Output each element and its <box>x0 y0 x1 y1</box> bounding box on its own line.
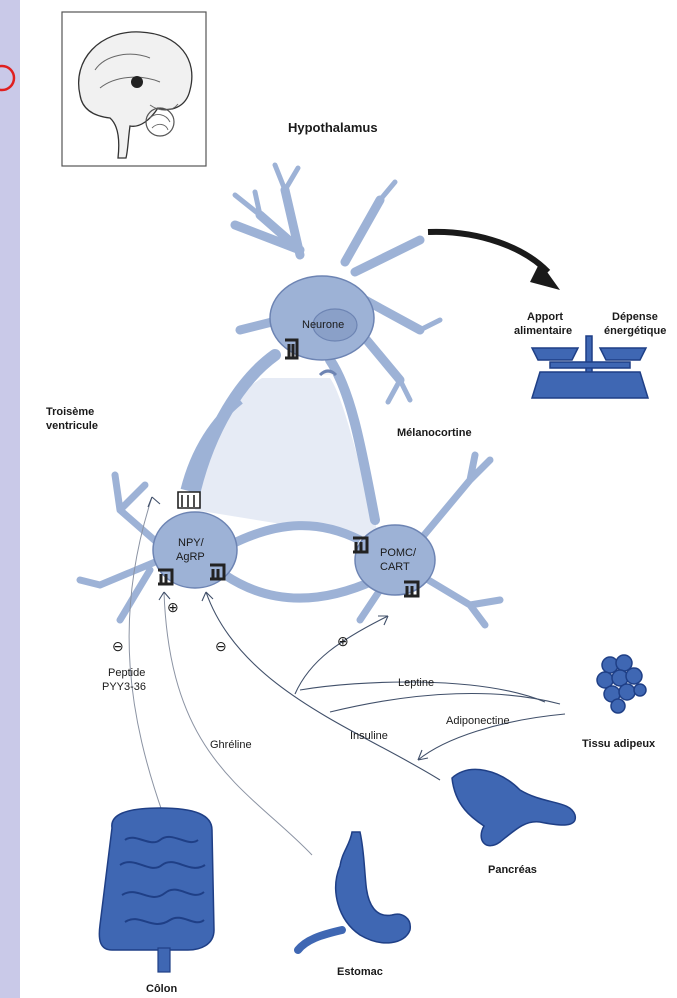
label-insuline: Insuline <box>350 730 388 742</box>
label-apport: Apport <box>527 311 563 323</box>
label-peptide: Peptide <box>108 667 145 679</box>
label-alimentaire: alimentaire <box>514 325 572 337</box>
receptor-icon <box>178 492 200 508</box>
label-npy-2: AgRP <box>176 551 205 563</box>
label-energetique: énergétique <box>604 325 666 337</box>
label-pyy: PYY3-36 <box>102 681 146 693</box>
sign-minus-colon: ⊖ <box>112 638 124 654</box>
label-pancreas: Pancréas <box>488 864 537 876</box>
colon-icon <box>99 808 214 972</box>
label-leptine: Leptine <box>398 677 434 689</box>
title-hypothalamus: Hypothalamus <box>288 120 378 135</box>
label-tissu-adipeux: Tissu adipeux <box>582 738 656 750</box>
label-estomac: Estomac <box>337 966 383 978</box>
label-colon: Côlon <box>146 983 177 995</box>
label-ghreline: Ghréline <box>210 739 252 751</box>
label-pomc-1: POMC/ <box>380 547 417 559</box>
label-troisieme: Troisème <box>46 406 94 418</box>
sign-plus-pomc: ⊕ <box>337 633 349 649</box>
sign-minus-insuline: ⊖ <box>215 638 227 654</box>
synapse-icon <box>320 371 336 375</box>
label-npy-1: NPY/ <box>178 537 205 549</box>
label-adiponectine: Adiponectine <box>446 715 510 727</box>
label-pomc-2: CART <box>380 561 410 573</box>
brain-inset <box>62 12 206 166</box>
label-neurone: Neurone <box>302 319 344 331</box>
label-depense: Dépense <box>612 311 658 323</box>
red-marker-icon <box>0 66 14 90</box>
hypothalamus-marker-icon <box>131 76 143 88</box>
label-ventricule: ventricule <box>46 420 98 432</box>
label-melanocortine: Mélanocortine <box>397 427 472 439</box>
sign-plus-ghreline: ⊕ <box>167 599 179 615</box>
